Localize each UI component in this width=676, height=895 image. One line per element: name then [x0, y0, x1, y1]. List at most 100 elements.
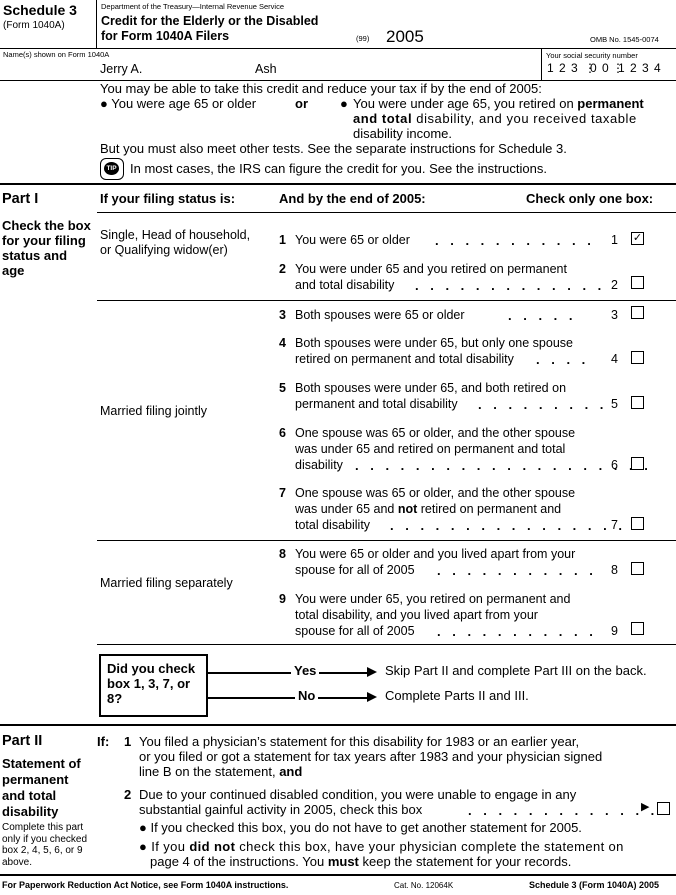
item-7-checkbox[interactable] [631, 517, 644, 530]
item-6-checkbox[interactable] [631, 457, 644, 470]
decision-question: Did you check box 1, 3, 7, or 8? [107, 661, 196, 706]
part2-bullet2-text-a: If you [151, 839, 190, 854]
col-check-one: Check only one box: [526, 191, 654, 206]
last-name-field[interactable]: Ash [255, 62, 277, 76]
bullet-disabled-text-b: disability, and you received taxable [412, 111, 637, 126]
item-3-leader: . . . . . [508, 308, 577, 323]
item-2-line1: You were under 65 and you retired on per… [295, 262, 567, 276]
bullet-disabled-bold-a: permanent [577, 96, 644, 111]
part2-item1-line1: You filed a physician’s statement for th… [139, 734, 580, 749]
part2-item2-leader: . . . . . . . . . . . . . . . . [468, 803, 676, 818]
part2-bullet2-l2-text-a: page 4 of the instructions. You [150, 854, 328, 869]
item-5-box-number: 5 [611, 397, 618, 411]
item-9-line2: total disability, and you lived apart fr… [295, 608, 538, 622]
item-6-leader: . . . . . . . . . . . . . . . . . . . . [355, 458, 652, 473]
ssn-separator2: ⋮ [612, 61, 624, 75]
item-2-box-number: 2 [611, 278, 618, 292]
part2-side-heading: Statement of permanent and total disabil… [2, 756, 81, 819]
footer-paperwork-notice: For Paperwork Reduction Act Notice, see … [2, 880, 289, 890]
part2-bullet1-text: If you checked this box, you do not have… [150, 820, 582, 835]
part2-label: Part II [2, 733, 43, 749]
name-label: Name(s) shown on Form 1040A [3, 50, 110, 59]
ssn-field[interactable]: 1 2 3 ⋮ 0 0 ⋮ 1 2 3 4 [546, 61, 674, 78]
item-6-box-number: 6 [611, 458, 618, 472]
col-filing-status: If your filing status is: [100, 191, 236, 206]
col-header-rule [97, 212, 676, 213]
ssn-part3: 1 2 3 4 [618, 61, 662, 75]
form-title-line1: Credit for the Elderly or the Disabled [101, 14, 319, 28]
item-4-box-number: 4 [611, 352, 618, 366]
part2-disability-checkbox[interactable] [657, 802, 670, 815]
item-5-leader: . . . . . . . . . [478, 397, 608, 412]
part2-item1-and: and [279, 764, 303, 779]
item-8-leader: . . . . . . . . . . . [437, 563, 597, 578]
item-8-line1: You were 65 or older and you lived apart… [295, 547, 576, 561]
part2-item2-number: 2 [124, 787, 132, 802]
ssn-separator1: ⋮ [584, 61, 596, 75]
item-9-leader: . . . . . . . . . . . [437, 624, 597, 639]
item-6-number: 6 [279, 426, 286, 440]
omb-number: OMB No. 1545-0074 [590, 35, 659, 44]
part2-item1-line3: line B on the statement, and [139, 764, 303, 780]
item-8-checkbox[interactable] [631, 562, 644, 575]
part2-bullet1: ● If you checked this box, you do not ha… [139, 820, 582, 835]
ssn-label: Your social security number [546, 51, 638, 60]
header-divider [96, 0, 97, 48]
item-1-number: 1 [279, 233, 286, 247]
intro-line: You may be able to take this credit and … [100, 81, 542, 96]
yes-arrow-icon [367, 667, 377, 677]
group-single-label: Single, Head of household, or Qualifying… [100, 228, 251, 257]
group-separate-rule [97, 644, 676, 645]
col-by-end-2005: And by the end of 2005: [279, 191, 426, 206]
part1-side-heading: Check the box for your filing status and… [2, 218, 91, 278]
bullet-disabled-text-a: You were under age 65, you retired on [353, 96, 578, 111]
item-9-number: 9 [279, 592, 286, 606]
item-7-line1: One spouse was 65 or older, and the othe… [295, 486, 576, 500]
item-7-line3: total disability [295, 518, 371, 532]
item-3-number: 3 [279, 308, 286, 322]
form-reference: (Form 1040A) [3, 20, 65, 31]
part1-top-rule [0, 183, 676, 185]
item-7-number: 7 [279, 486, 286, 500]
bullet-disabled: ● [340, 96, 348, 111]
item-4-checkbox[interactable] [631, 351, 644, 364]
no-instruction: Complete Parts II and III. [385, 688, 529, 703]
tip-icon: TIP [104, 162, 119, 175]
part2-side-note: Complete this part only if you checked b… [2, 822, 88, 868]
or-separator: or [295, 96, 308, 111]
item-3-checkbox[interactable] [631, 306, 644, 319]
group-joint-label: Married filing jointly [100, 404, 207, 418]
ssn-divider [541, 48, 542, 80]
item-2-checkbox[interactable] [631, 276, 644, 289]
part2-item2-line2: substantial gainful activity in 2005, ch… [139, 802, 423, 817]
part2-bullet2-bold: did not [189, 839, 236, 854]
item-4-leader: . . . . [536, 352, 590, 367]
item-6-line2: was under 65 and retired on permanent an… [295, 442, 566, 456]
no-arrow-icon [367, 692, 377, 702]
item-7-leader: . . . . . . . . . . . . . . . . . [390, 518, 642, 533]
bullet-disabled-line1: You were under age 65, you retired on pe… [353, 96, 644, 112]
footer-catalog-number: Cat. No. 12064K [394, 881, 454, 890]
ssn-part1: 1 2 3 [547, 61, 579, 75]
first-name-field[interactable]: Jerry A. [100, 62, 143, 76]
part2-item1-line3-text: line B on the statement, [139, 764, 280, 779]
part2-bullet2-line2: page 4 of the instructions. You must kee… [150, 854, 571, 870]
part2-item2-line1: Due to your continued disabled condition… [139, 787, 577, 802]
yes-label: Yes [291, 663, 320, 679]
item-9-line3: spouse for all of 2005 [295, 624, 415, 638]
name-row-rule [0, 80, 676, 81]
department-name: Department of the Treasury—Internal Reve… [101, 2, 285, 11]
footer-form-id-text: Schedule 3 (Form 1040A) 2005 [529, 880, 660, 890]
part2-bullet2-text-b: check this box, have your physician comp… [235, 839, 624, 854]
item-1-checkbox[interactable]: ✓ [631, 232, 644, 245]
bullet-age-65: ● You were age 65 or older [100, 96, 257, 111]
item-3-line1: Both spouses were 65 or older [295, 308, 465, 322]
part2-item1-number: 1 [124, 734, 132, 749]
item-5-number: 5 [279, 381, 286, 395]
bullet-disabled-line3: disability income. [353, 126, 452, 141]
item-5-checkbox[interactable] [631, 396, 644, 409]
item-4-line2: retired on permanent and total disabilit… [295, 352, 514, 366]
item-9-checkbox[interactable] [631, 622, 644, 635]
yes-instruction: Skip Part II and complete Part III on th… [385, 663, 647, 678]
decision-box: Did you check box 1, 3, 7, or 8? [99, 654, 208, 717]
